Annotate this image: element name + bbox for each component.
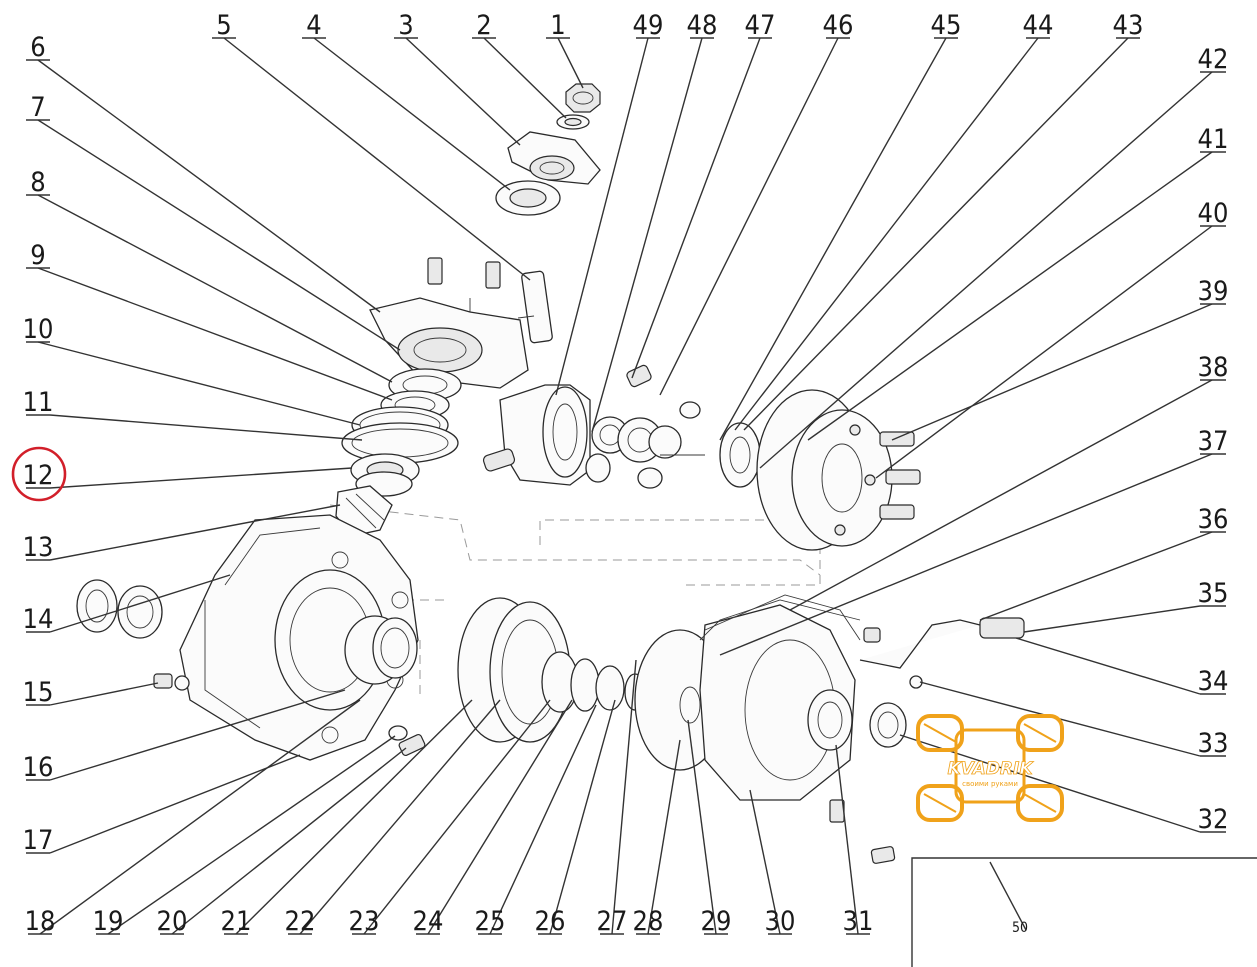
callout-26: 26 bbox=[535, 906, 566, 937]
callout-16: 16 bbox=[23, 752, 54, 783]
watermark-tagline: своими руками bbox=[962, 780, 1018, 788]
callout-24: 24 bbox=[413, 906, 444, 937]
quad-bike-logo-icon: KVADRIK своими руками bbox=[916, 714, 1064, 822]
callout-25: 25 bbox=[475, 906, 506, 937]
callout-19: 19 bbox=[93, 906, 124, 937]
callout-7: 7 bbox=[30, 92, 45, 123]
input-housing-group bbox=[341, 257, 553, 497]
callout-35: 35 bbox=[1198, 578, 1229, 609]
callout-17: 17 bbox=[23, 825, 54, 856]
differential-case bbox=[482, 364, 705, 489]
callout-5: 5 bbox=[216, 10, 231, 41]
callout-33: 33 bbox=[1198, 728, 1229, 759]
callout-labels: 1 2 3 4 5 6 7 8 9 10 11 12 13 14 15 16 1… bbox=[23, 10, 1229, 937]
callout-49: 49 bbox=[633, 10, 664, 41]
callout-48: 48 bbox=[687, 10, 718, 41]
callout-23: 23 bbox=[349, 906, 380, 937]
pinion-flange-group bbox=[495, 83, 601, 216]
callout-45: 45 bbox=[931, 10, 962, 41]
callout-22: 22 bbox=[285, 906, 316, 937]
callout-30: 30 bbox=[765, 906, 796, 937]
callout-12: 12 bbox=[23, 460, 54, 491]
callout-3: 3 bbox=[398, 10, 413, 41]
callout-27: 27 bbox=[597, 906, 628, 937]
callout-4: 4 bbox=[306, 10, 321, 41]
section-50-frame bbox=[911, 857, 1257, 967]
callout-21: 21 bbox=[221, 906, 252, 937]
callout-46: 46 bbox=[823, 10, 854, 41]
callout-6: 6 bbox=[30, 32, 45, 63]
seal-bearing-14 bbox=[76, 579, 163, 639]
callout-40: 40 bbox=[1198, 198, 1229, 229]
callout-29: 29 bbox=[701, 906, 732, 937]
drain-plugs bbox=[153, 673, 426, 757]
pinion-shaft bbox=[335, 485, 393, 537]
callout-1: 1 bbox=[550, 10, 565, 41]
highlight-circle bbox=[11, 446, 67, 502]
bearing-gear-train bbox=[457, 597, 646, 743]
watermark-brand: KVADRIK bbox=[947, 759, 1034, 779]
ring-gear-assembly bbox=[719, 389, 921, 551]
callout-11: 11 bbox=[23, 387, 54, 418]
callout-34: 34 bbox=[1198, 666, 1229, 697]
callout-41: 41 bbox=[1198, 124, 1229, 155]
callout-39: 39 bbox=[1198, 276, 1229, 307]
callout-28: 28 bbox=[633, 906, 664, 937]
rear-cover-assembly bbox=[634, 594, 1025, 864]
callout-32: 32 bbox=[1198, 804, 1229, 835]
callout-18: 18 bbox=[25, 906, 56, 937]
callout-38: 38 bbox=[1198, 352, 1229, 383]
callout-47: 47 bbox=[745, 10, 776, 41]
callout-8: 8 bbox=[30, 167, 45, 198]
callout-20: 20 bbox=[157, 906, 188, 937]
callout-36: 36 bbox=[1198, 504, 1229, 535]
callout-14: 14 bbox=[23, 604, 54, 635]
callout-37: 37 bbox=[1198, 426, 1229, 457]
callout-2: 2 bbox=[476, 10, 491, 41]
leader-lines bbox=[26, 37, 1226, 935]
callout-43: 43 bbox=[1113, 10, 1144, 41]
callout-15: 15 bbox=[23, 677, 54, 708]
callout-10: 10 bbox=[23, 314, 54, 345]
callout-31: 31 bbox=[843, 906, 874, 937]
callout-13: 13 bbox=[23, 532, 54, 563]
main-housing bbox=[179, 514, 419, 761]
callout-44: 44 bbox=[1023, 10, 1054, 41]
callout-50: 50 bbox=[1012, 920, 1028, 936]
callout-9: 9 bbox=[30, 240, 45, 271]
callout-42: 42 bbox=[1198, 44, 1229, 75]
